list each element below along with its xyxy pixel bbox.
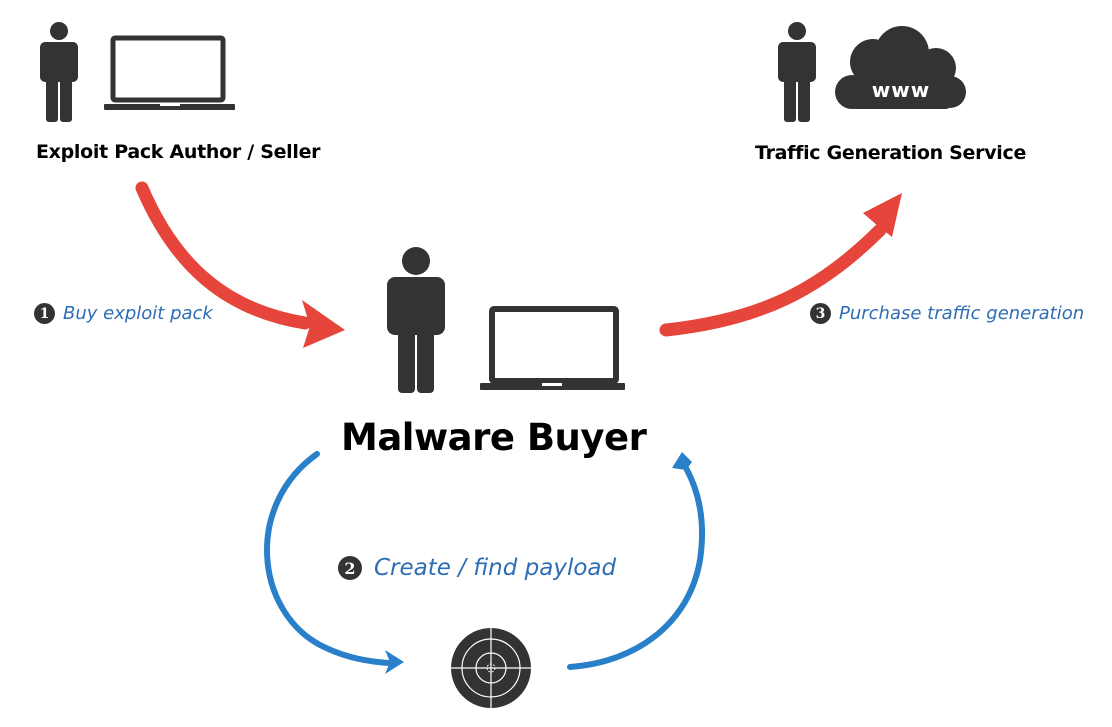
step-3-label: 3 Purchase traffic generation <box>810 303 1084 324</box>
arrow-purchase-traffic <box>659 223 887 337</box>
laptop-icon <box>480 306 625 390</box>
person-icon <box>387 247 445 393</box>
step-3-number-badge: 3 <box>810 303 831 324</box>
step-2-text: Create / find payload <box>374 555 617 581</box>
laptop-icon <box>104 35 235 110</box>
step-3-text: Purchase traffic generation <box>839 303 1085 324</box>
buyer-label: Malware Buyer <box>341 416 647 459</box>
traffic-label: Traffic Generation Service <box>755 142 1027 164</box>
cloud-icon <box>835 26 966 109</box>
arrow-head-buy-exploit-pack <box>302 300 345 348</box>
step-1-text: Buy exploit pack <box>63 303 213 324</box>
arrow-create-payload-return <box>567 465 705 670</box>
cloud-www-text: www <box>872 78 930 102</box>
step-1-number-badge: 1 <box>34 303 55 324</box>
step-1-label: 1 Buy exploit pack <box>34 303 213 324</box>
arrow-head-purchase-traffic <box>863 193 902 237</box>
target-icon <box>451 628 531 708</box>
arrow-buy-exploit-pack <box>135 181 312 330</box>
arrow-create-payload-out <box>264 451 393 666</box>
person-icon <box>40 22 78 122</box>
step-2-number-badge: 2 <box>338 556 362 580</box>
arrow-head-create-payload-return <box>672 452 692 470</box>
step-2-label: 2 Create / find payload <box>338 555 616 581</box>
arrow-head-create-payload-out <box>385 650 404 674</box>
person-icon <box>778 22 816 122</box>
seller-label: Exploit Pack Author / Seller <box>36 141 321 163</box>
